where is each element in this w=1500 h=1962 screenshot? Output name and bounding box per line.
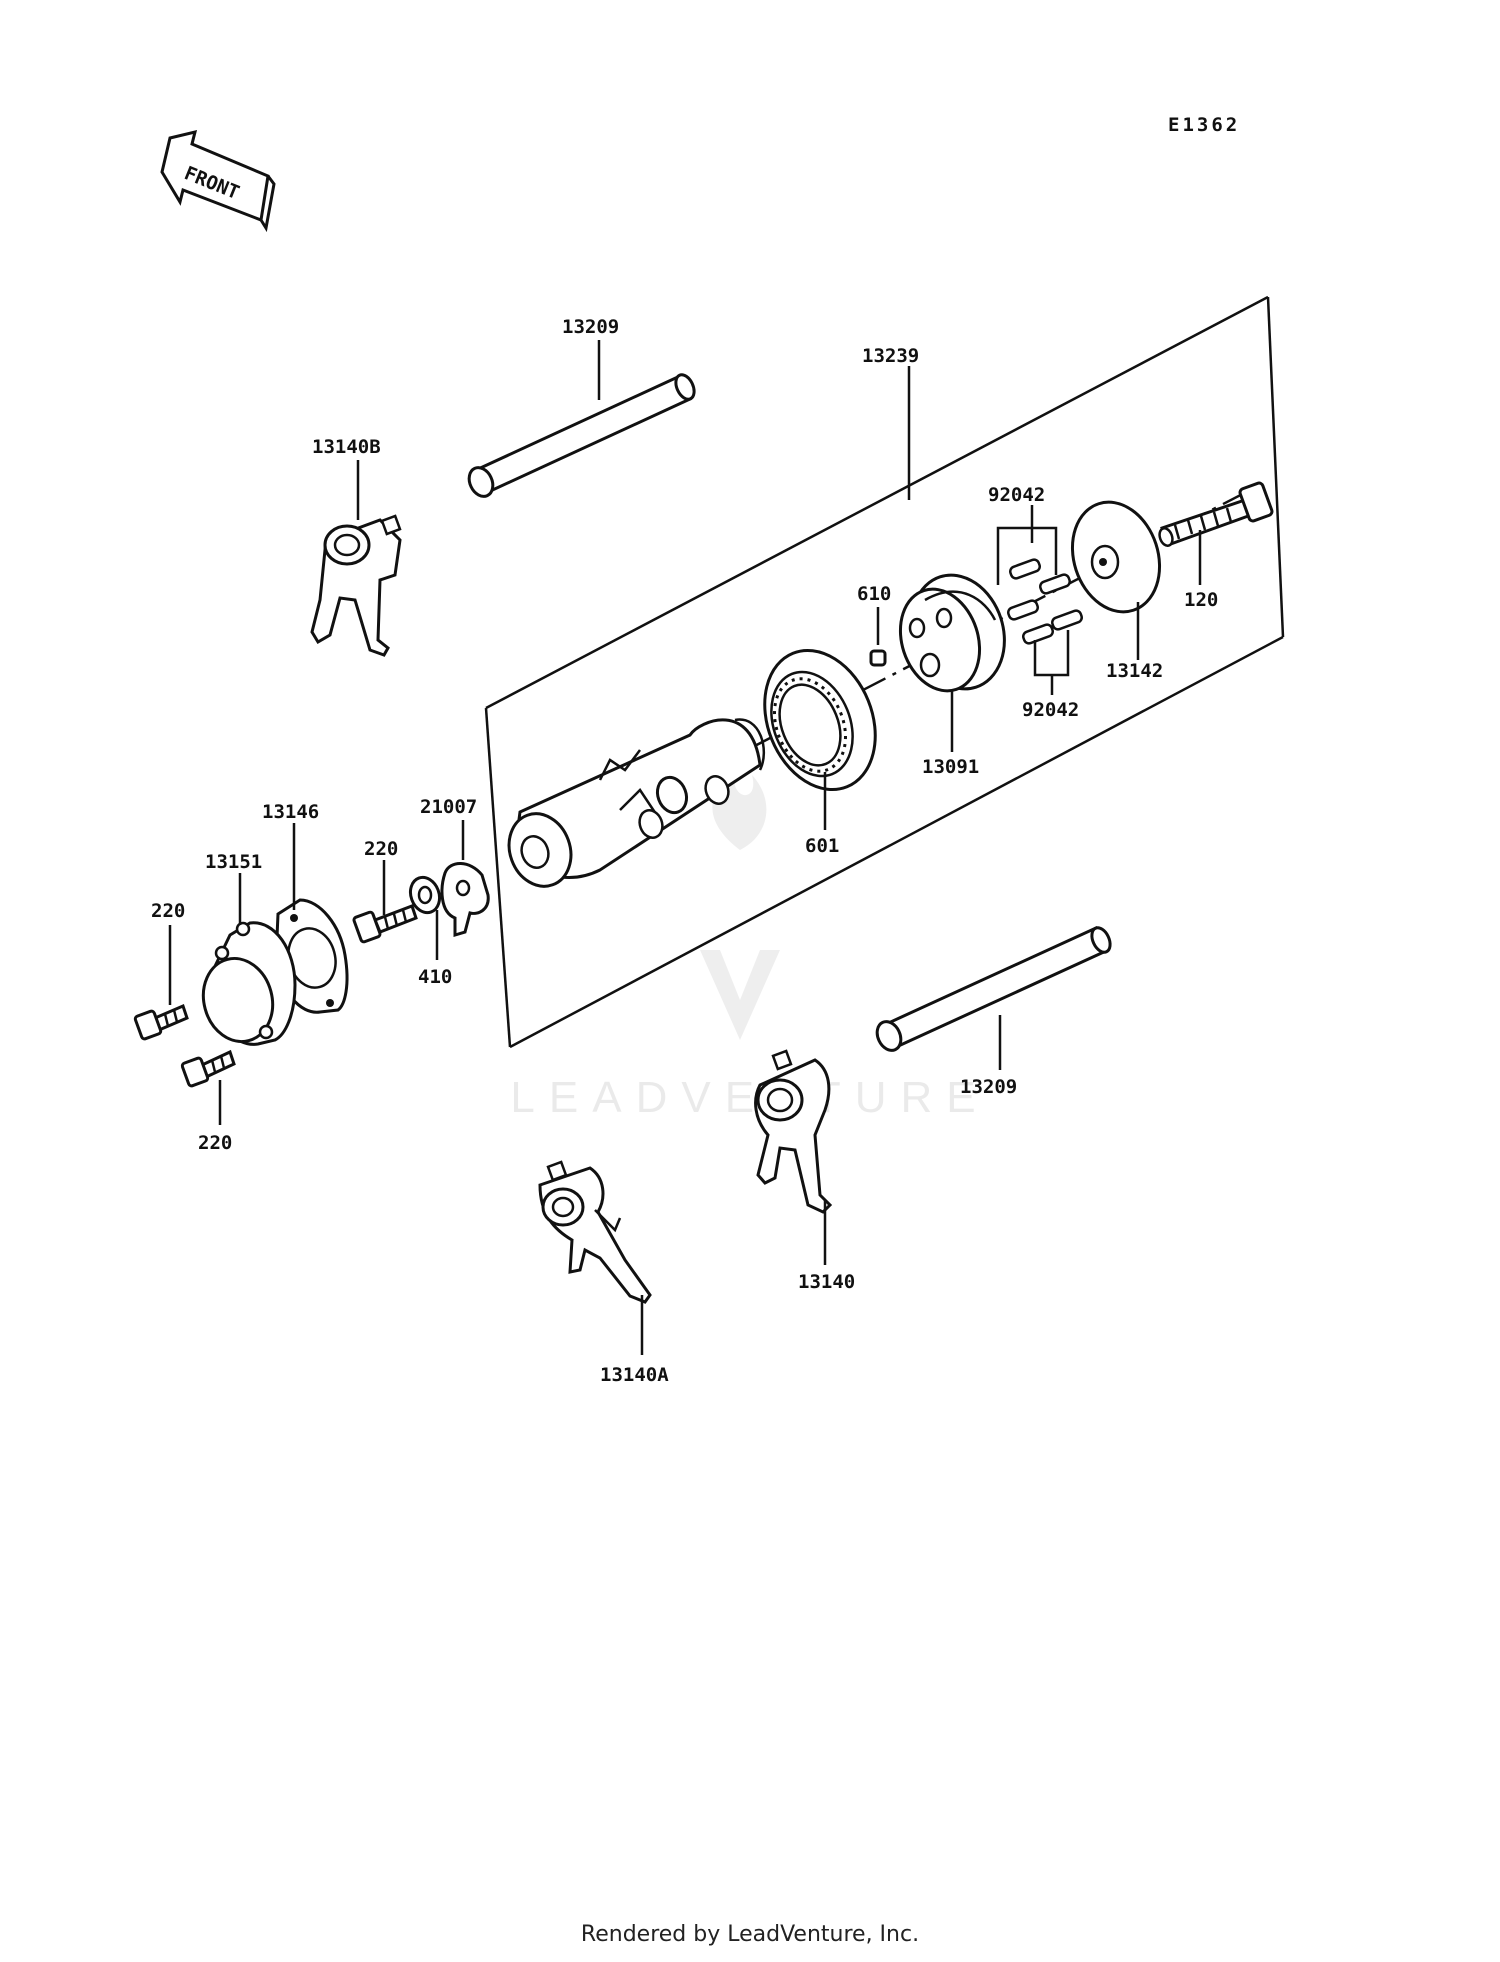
label-13140A: 13140A	[600, 1364, 669, 1386]
label-610: 610	[857, 583, 891, 605]
watermark-logo	[700, 770, 780, 1040]
label-13209-upper: 13209	[562, 316, 619, 338]
label-13146: 13146	[262, 801, 319, 823]
label-13209-lower: 13209	[960, 1076, 1017, 1098]
label-120: 120	[1184, 589, 1218, 611]
shift-fork-13140B: 13140B	[310, 436, 402, 657]
label-410: 410	[418, 966, 452, 988]
label-220-left: 220	[151, 900, 185, 922]
diagram-code: E1362	[1168, 114, 1240, 136]
plate-13142: 13142	[1070, 500, 1163, 682]
drum-holder-13091: 13091	[898, 573, 1006, 778]
label-13239: 13239	[862, 345, 919, 367]
label-21007: 21007	[420, 796, 477, 818]
bolt-220-bottom: 220	[180, 1049, 236, 1154]
shift-rod-lower: 13209	[875, 925, 1112, 1098]
bolt-220-middle: 220	[352, 838, 418, 944]
front-arrow-icon: FRONT	[160, 129, 276, 233]
shift-fork-13140: 13140	[754, 1049, 855, 1293]
bearing-601: 601	[763, 648, 877, 857]
label-13140: 13140	[798, 1271, 855, 1293]
shift-drum: 13239	[507, 345, 919, 888]
bolt-220-left: 220	[133, 900, 189, 1041]
pin-set-92042: 92042 92042	[988, 484, 1083, 721]
label-220-middle: 220	[364, 838, 398, 860]
shift-fork-13140A: 13140A	[538, 1160, 669, 1386]
bolt-120: 120	[1158, 481, 1274, 611]
label-13091: 13091	[922, 756, 979, 778]
watermark-text: LEADVENTURE	[510, 1073, 989, 1122]
cover-13151: 13151	[201, 851, 297, 1046]
lever-21007: 21007	[420, 796, 490, 938]
label-13142: 13142	[1106, 660, 1163, 682]
label-13151: 13151	[205, 851, 262, 873]
footer-credit: Rendered by LeadVenture, Inc.	[580, 1922, 920, 1947]
label-220-bottom: 220	[198, 1132, 232, 1154]
pin-610: 610	[857, 583, 891, 667]
label-13140B: 13140B	[312, 436, 381, 458]
label-92042-upper: 92042	[988, 484, 1045, 506]
shift-rod-upper: 13209	[467, 316, 696, 498]
label-92042-lower: 92042	[1022, 699, 1079, 721]
washer-410: 410	[408, 875, 452, 988]
label-601: 601	[805, 835, 839, 857]
